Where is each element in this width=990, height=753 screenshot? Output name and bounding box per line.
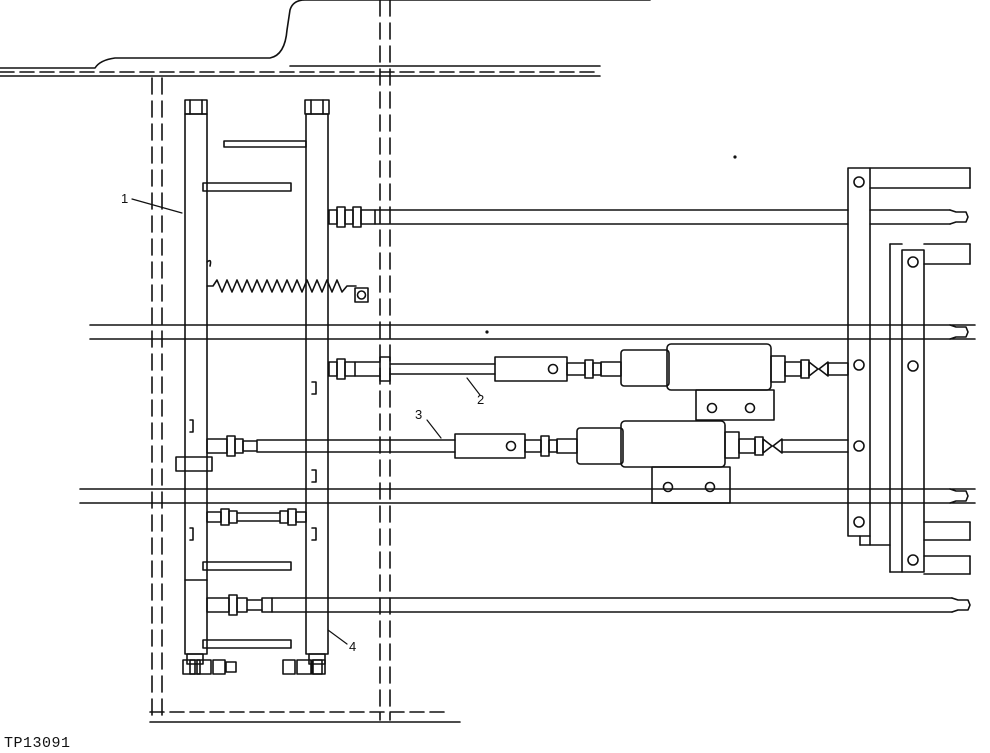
callout-2: 2: [477, 392, 484, 407]
callout-1: 1: [121, 191, 128, 206]
cross-rods: [202, 140, 307, 649]
right-bracket-1: [847, 167, 971, 546]
horizontal-frame-tubes: [79, 324, 976, 504]
return-spring: [206, 259, 369, 303]
right-bracket-2: [889, 243, 971, 575]
left-lever-column: [175, 99, 213, 675]
bottom-frame: [149, 711, 461, 723]
bottom-nuts: [182, 659, 326, 675]
upper-cylinder: [620, 343, 849, 421]
upper-control-rod: [328, 206, 849, 228]
top-frame-outline: [0, 0, 651, 77]
lower-short-rods: [206, 508, 307, 526]
stray-marks: [485, 155, 737, 334]
callout-4: 4: [349, 639, 356, 654]
control-rod-2: [328, 356, 622, 382]
control-rod-3: [206, 433, 578, 459]
callout-3: 3: [415, 407, 422, 422]
right-lever-column: [304, 99, 330, 675]
lower-cylinder: [576, 420, 849, 504]
long-bottom-rod: [206, 594, 971, 616]
leader-lines: [131, 198, 481, 645]
figure-id-label: TP13091: [4, 735, 71, 752]
